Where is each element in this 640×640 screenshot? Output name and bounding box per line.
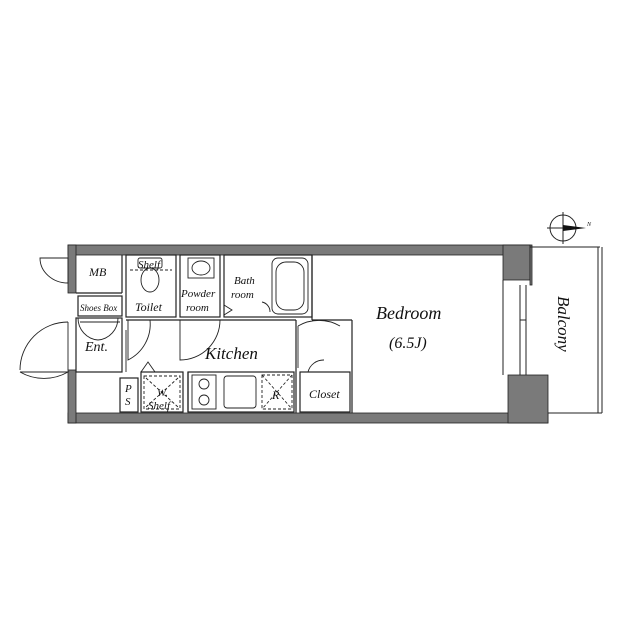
interior-walls: [75, 254, 353, 413]
wshelf-shelf-label: Shelf: [148, 400, 172, 412]
bath-room-label-2: room: [231, 289, 254, 301]
mb-label: MB: [88, 265, 107, 279]
balcony-label: Balcony: [554, 296, 573, 352]
ps-s-label: S: [125, 396, 131, 408]
balcony-outline: [530, 246, 603, 414]
toilet-bowl-icon: [140, 267, 160, 293]
ps-p-label: P: [124, 383, 132, 395]
room-labels: MB Shelf Shoes Box Toilet Powder room Ba…: [80, 259, 573, 412]
front-door-icon: [19, 371, 70, 379]
kitchen-label: Kitchen: [204, 344, 258, 363]
powder-room-label-2: room: [186, 302, 209, 314]
doors: [19, 257, 341, 379]
bedroom-window: [502, 280, 527, 375]
wshelf-w-label: W.: [157, 387, 168, 399]
refrigerator-icon: [261, 374, 293, 410]
closet-label: Closet: [309, 387, 340, 401]
compass-icon: N: [547, 212, 592, 244]
refrigerator-label: R: [271, 388, 280, 402]
sink-icon: [187, 257, 215, 279]
bedroom-label: Bedroom: [376, 303, 441, 323]
shoes-box-label: Shoes Box: [80, 303, 117, 313]
bedroom-size-label: (6.5J): [389, 335, 427, 352]
compass-north-label: N: [586, 222, 592, 228]
entrance-label: Ent.: [84, 340, 108, 355]
toilet-label: Toilet: [135, 300, 163, 314]
shelf-label: Shelf: [138, 259, 162, 271]
fixtures: [80, 257, 309, 410]
kitchen-sink-icon: [223, 375, 257, 409]
bath-room-label-1: Bath: [234, 275, 255, 287]
stove-icon: [191, 374, 217, 410]
bathtub-icon: [271, 257, 309, 315]
powder-room-label-1: Powder: [180, 288, 216, 300]
exterior-walls: [67, 244, 549, 424]
